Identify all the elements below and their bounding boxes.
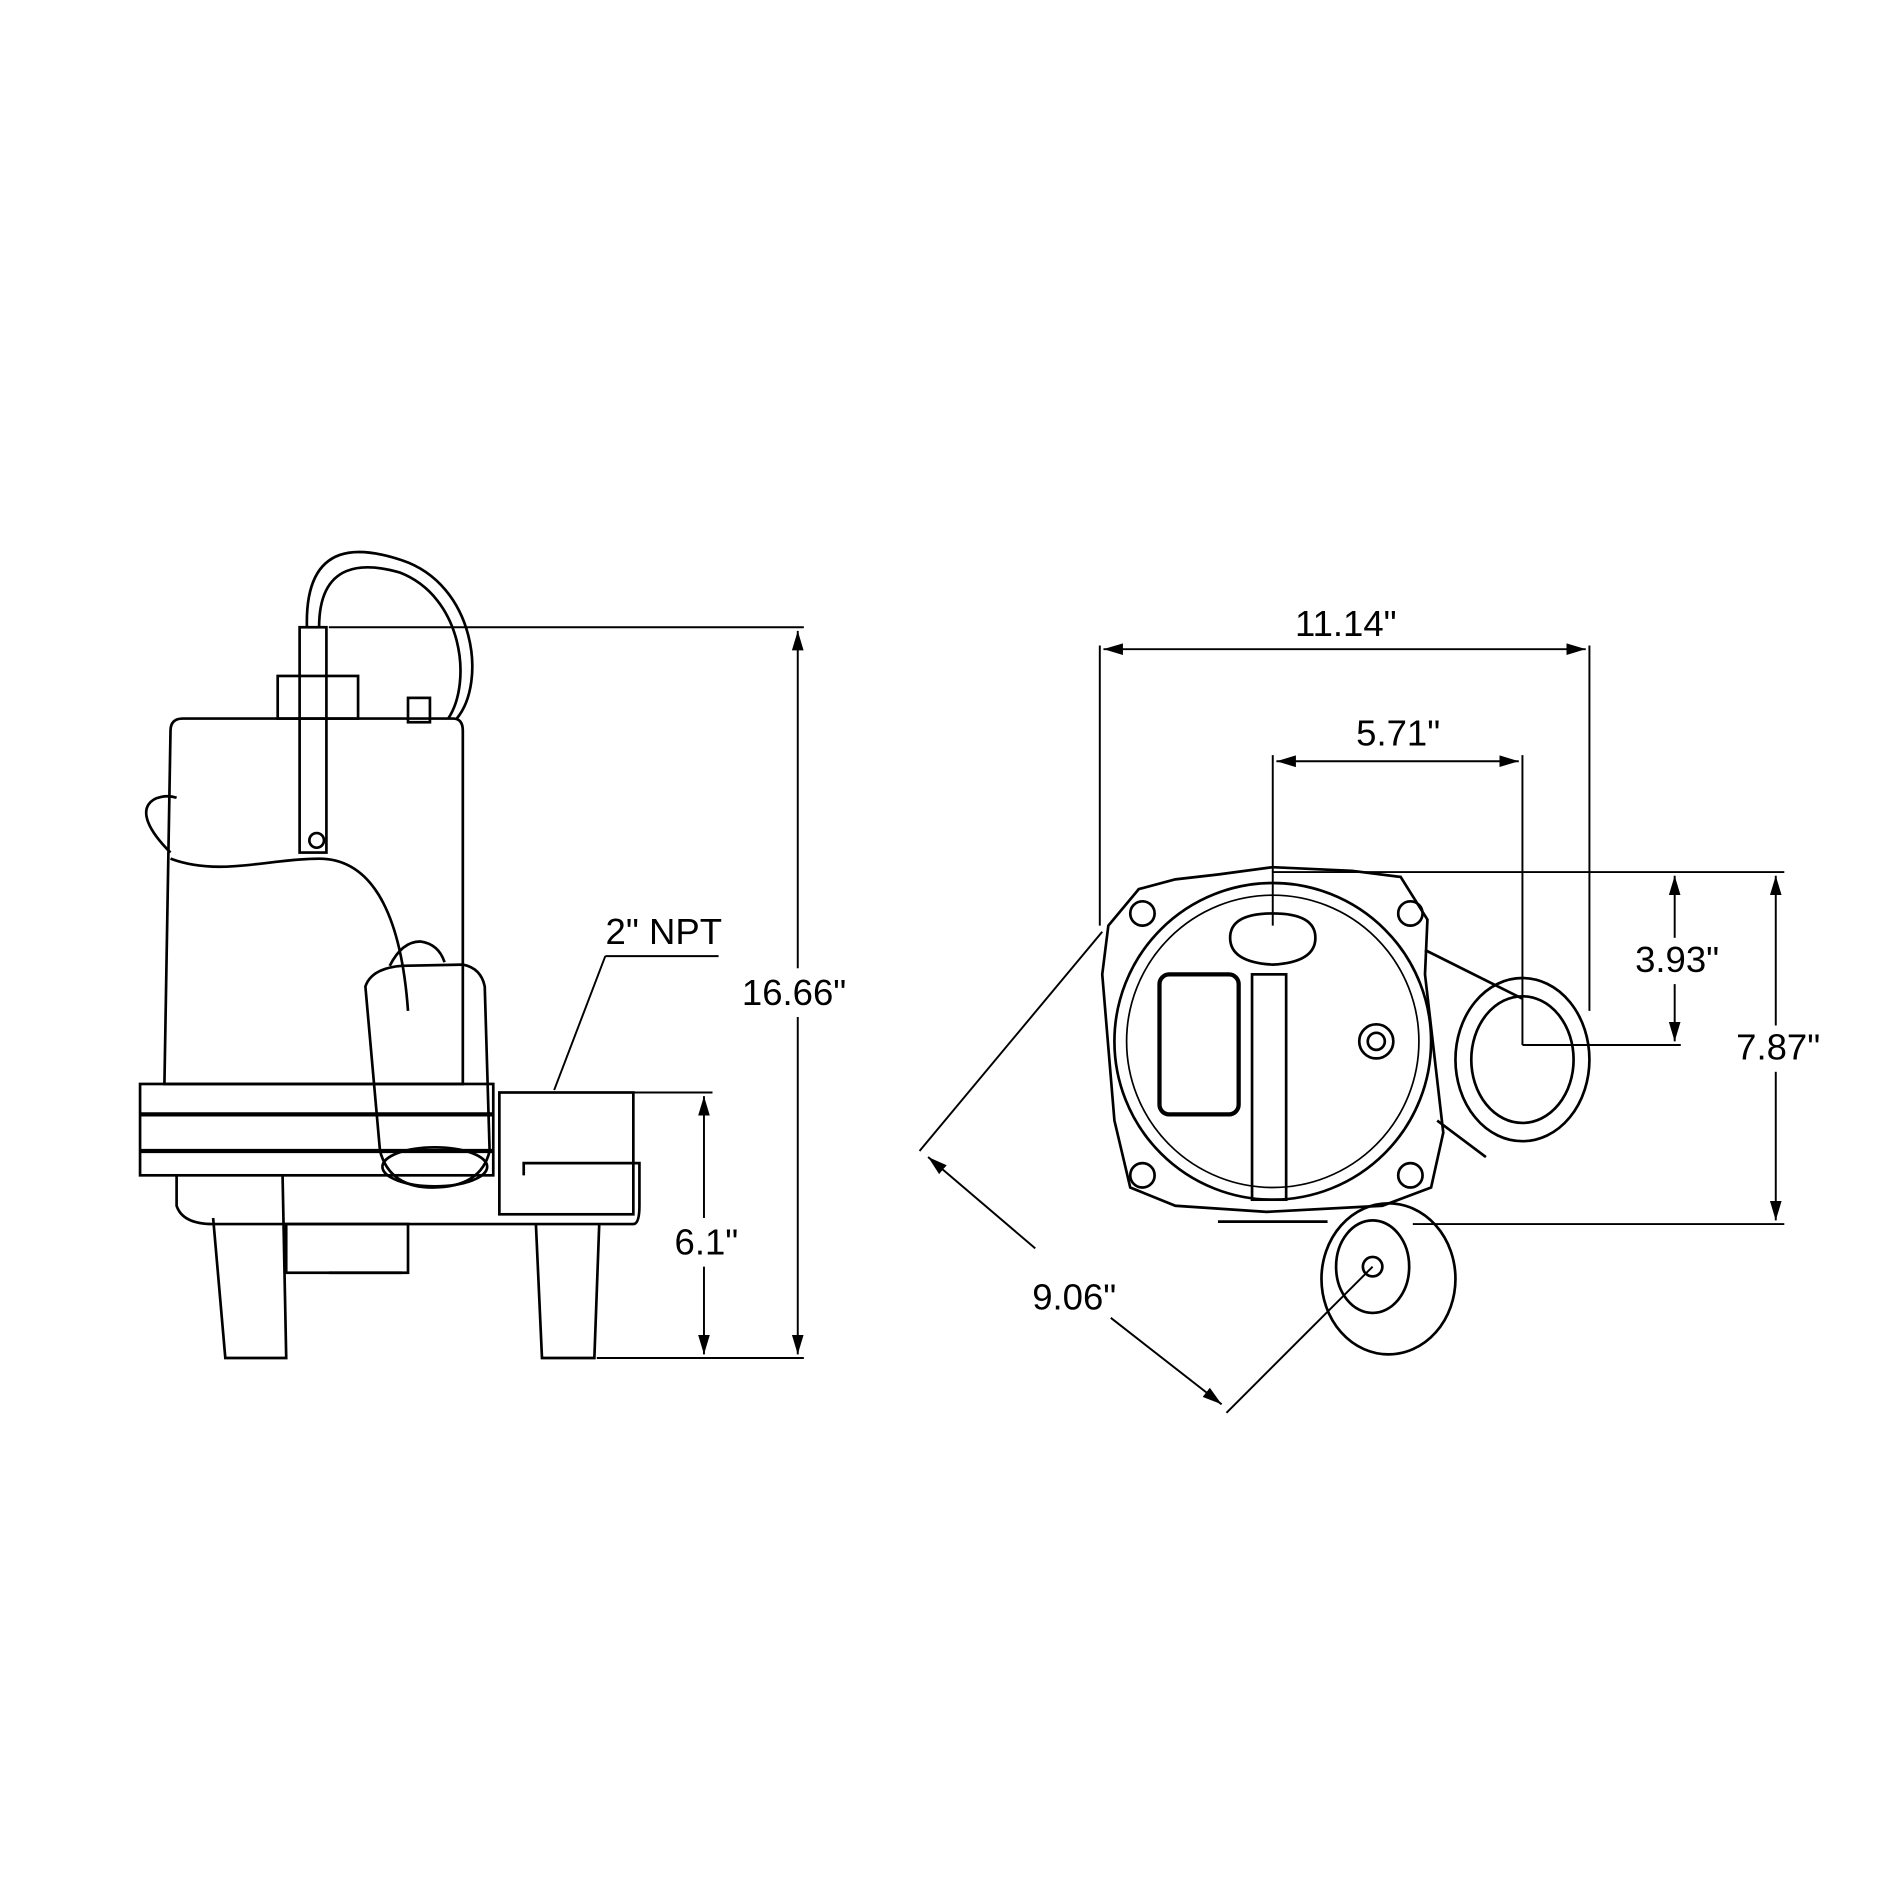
discharge-port <box>498 1091 635 1216</box>
motor-housing <box>163 717 465 1086</box>
power-cord <box>305 550 474 720</box>
cord-clamp <box>298 625 328 854</box>
plug-receptacle <box>1228 912 1317 966</box>
overall-width-label: 11.14" <box>1295 603 1397 644</box>
pump-side-view <box>138 550 641 1360</box>
overall-height-label: 16.66" <box>742 972 846 1013</box>
vent-plug <box>1357 1022 1395 1060</box>
overall-depth-label: 7.87" <box>1736 1027 1820 1068</box>
pump-top-view <box>1100 865 1591 1356</box>
label-plate <box>1157 972 1241 1117</box>
float-top <box>1320 1201 1457 1356</box>
side-dimensions: 16.66" 6.1" 2" NPT <box>328 626 859 1359</box>
cord-clamp-top <box>1250 973 1288 1202</box>
top-dimensions: 11.14" 5.71" 3.93" 7.87" 9.06" <box>918 603 1834 1414</box>
volute-flange <box>138 1082 495 1177</box>
leg-left <box>211 1175 288 1360</box>
flange-outline <box>1100 865 1445 1214</box>
base-height-label: 6.1" <box>675 1221 739 1262</box>
leg-right <box>534 1223 601 1360</box>
diagonal-label: 9.06" <box>1032 1276 1116 1317</box>
discharge-offset-y-label: 3.93" <box>1635 939 1719 980</box>
discharge-offset-x-label: 5.71" <box>1356 712 1440 753</box>
bolt <box>1128 899 1156 927</box>
discharge-npt-label: 2" NPT <box>606 911 722 952</box>
